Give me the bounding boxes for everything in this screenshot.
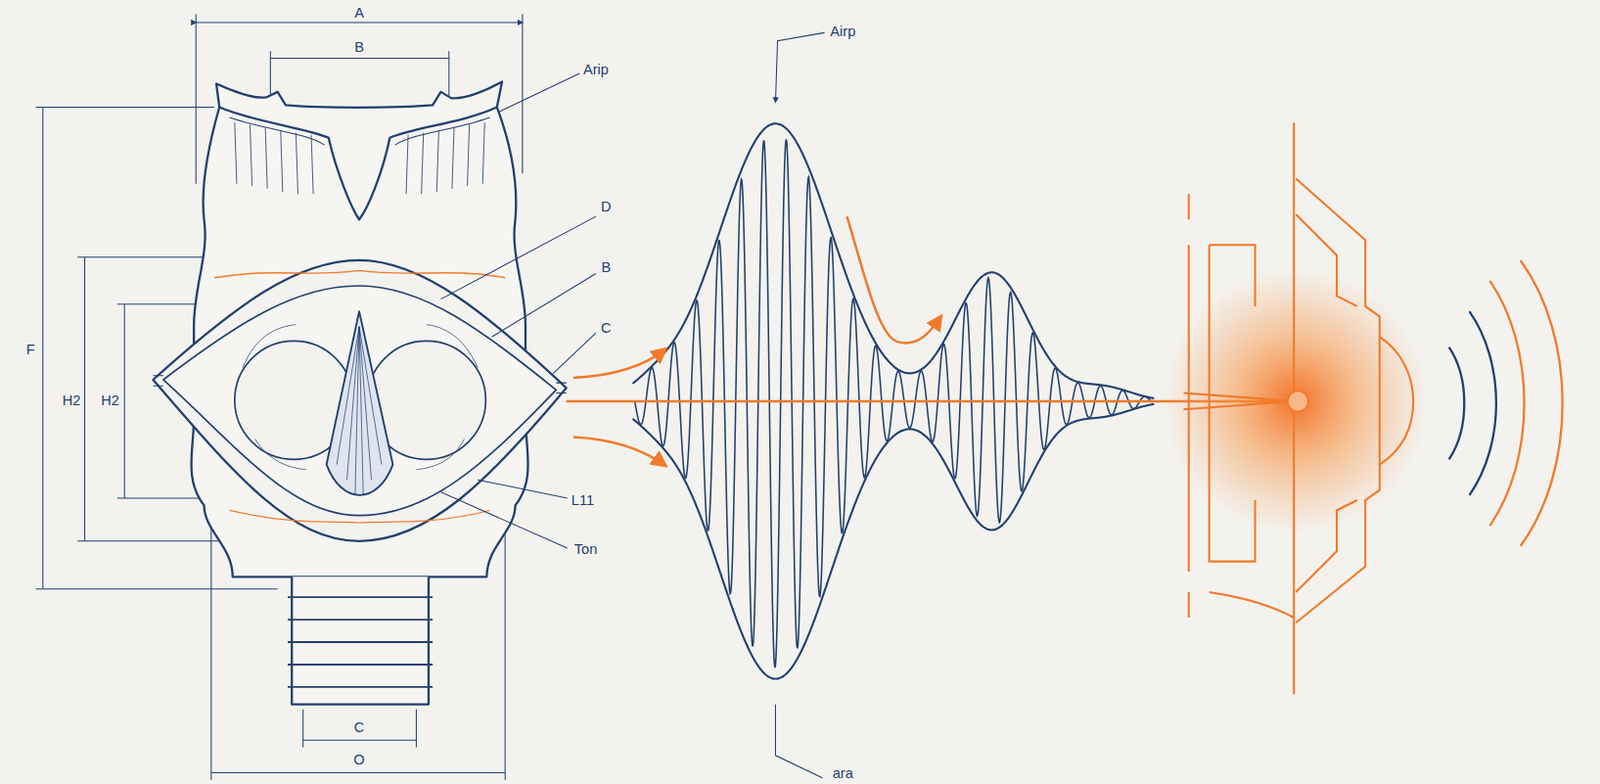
line-shape xyxy=(270,50,272,97)
line-shape xyxy=(415,709,417,748)
part-label: Ton xyxy=(571,541,601,558)
envelope-line xyxy=(632,404,1154,680)
part-label: Arip xyxy=(580,61,612,79)
part-label: H2 xyxy=(97,392,123,410)
circle-shape xyxy=(1163,268,1429,534)
g-shape xyxy=(287,596,433,687)
path-shape xyxy=(775,32,824,102)
path-shape xyxy=(1489,280,1524,526)
line-shape xyxy=(211,772,505,774)
path-shape xyxy=(219,107,498,221)
path-shape xyxy=(234,122,314,194)
path-shape xyxy=(440,216,595,299)
path-shape xyxy=(1520,260,1563,547)
line-shape xyxy=(84,257,86,542)
path-shape xyxy=(163,285,556,516)
path-shape xyxy=(1184,393,1295,411)
line-shape xyxy=(195,14,197,184)
leader-lines xyxy=(440,32,824,778)
g-shape xyxy=(1184,122,1415,694)
line-shape xyxy=(521,14,523,175)
part-label: L11 xyxy=(568,492,598,509)
line-shape xyxy=(124,304,126,499)
path-shape xyxy=(573,436,666,465)
line-shape xyxy=(302,709,304,748)
line-shape xyxy=(504,530,506,779)
line-shape xyxy=(195,21,523,23)
line-shape xyxy=(77,540,220,542)
part-label: B xyxy=(597,259,614,276)
path-shape xyxy=(1469,311,1497,496)
path-shape xyxy=(440,492,567,549)
path-shape xyxy=(287,596,433,687)
part-label: F xyxy=(23,340,39,358)
part-label: H2 xyxy=(59,392,85,410)
part-label: O xyxy=(350,751,368,769)
larynx-illustration xyxy=(152,81,566,704)
g-shape xyxy=(242,324,478,496)
path-shape xyxy=(1209,592,1295,618)
path-shape xyxy=(406,122,485,194)
path-shape xyxy=(1379,336,1414,464)
part-label: C xyxy=(597,319,615,336)
path-shape xyxy=(152,260,566,542)
line-shape xyxy=(210,525,212,780)
envelope-line xyxy=(632,123,1154,399)
part-label: D xyxy=(597,197,615,215)
circle-shape xyxy=(1287,390,1309,412)
part-label: ara xyxy=(829,764,857,781)
path-shape xyxy=(552,332,596,374)
line-shape xyxy=(303,739,417,741)
path-shape xyxy=(477,479,568,499)
path-shape xyxy=(846,216,941,343)
part-label: C xyxy=(351,718,368,735)
path-shape xyxy=(573,349,666,378)
path-shape xyxy=(229,509,491,523)
line-shape xyxy=(1188,193,1190,220)
line-shape xyxy=(270,57,449,59)
g-shape xyxy=(234,122,485,194)
path-shape xyxy=(242,324,478,470)
path-shape xyxy=(291,576,429,704)
path-shape xyxy=(326,311,394,496)
line-shape xyxy=(1188,592,1190,618)
part-label: Airp xyxy=(826,22,859,40)
speaker-illustration xyxy=(1163,122,1563,694)
path-shape xyxy=(336,326,382,496)
line-shape xyxy=(42,107,44,590)
part-label: A xyxy=(351,3,367,21)
path-shape xyxy=(492,274,596,338)
line-shape xyxy=(35,588,277,590)
path-shape xyxy=(775,704,823,778)
path-shape xyxy=(498,73,580,113)
part-label: B xyxy=(351,39,367,56)
carrier-wave xyxy=(635,138,1151,668)
path-shape xyxy=(214,270,505,277)
path-shape xyxy=(229,117,491,145)
line-shape xyxy=(35,106,214,108)
g-shape xyxy=(1449,260,1563,547)
path-shape xyxy=(1449,347,1465,460)
path-shape xyxy=(1209,244,1256,561)
line-shape xyxy=(448,50,450,97)
